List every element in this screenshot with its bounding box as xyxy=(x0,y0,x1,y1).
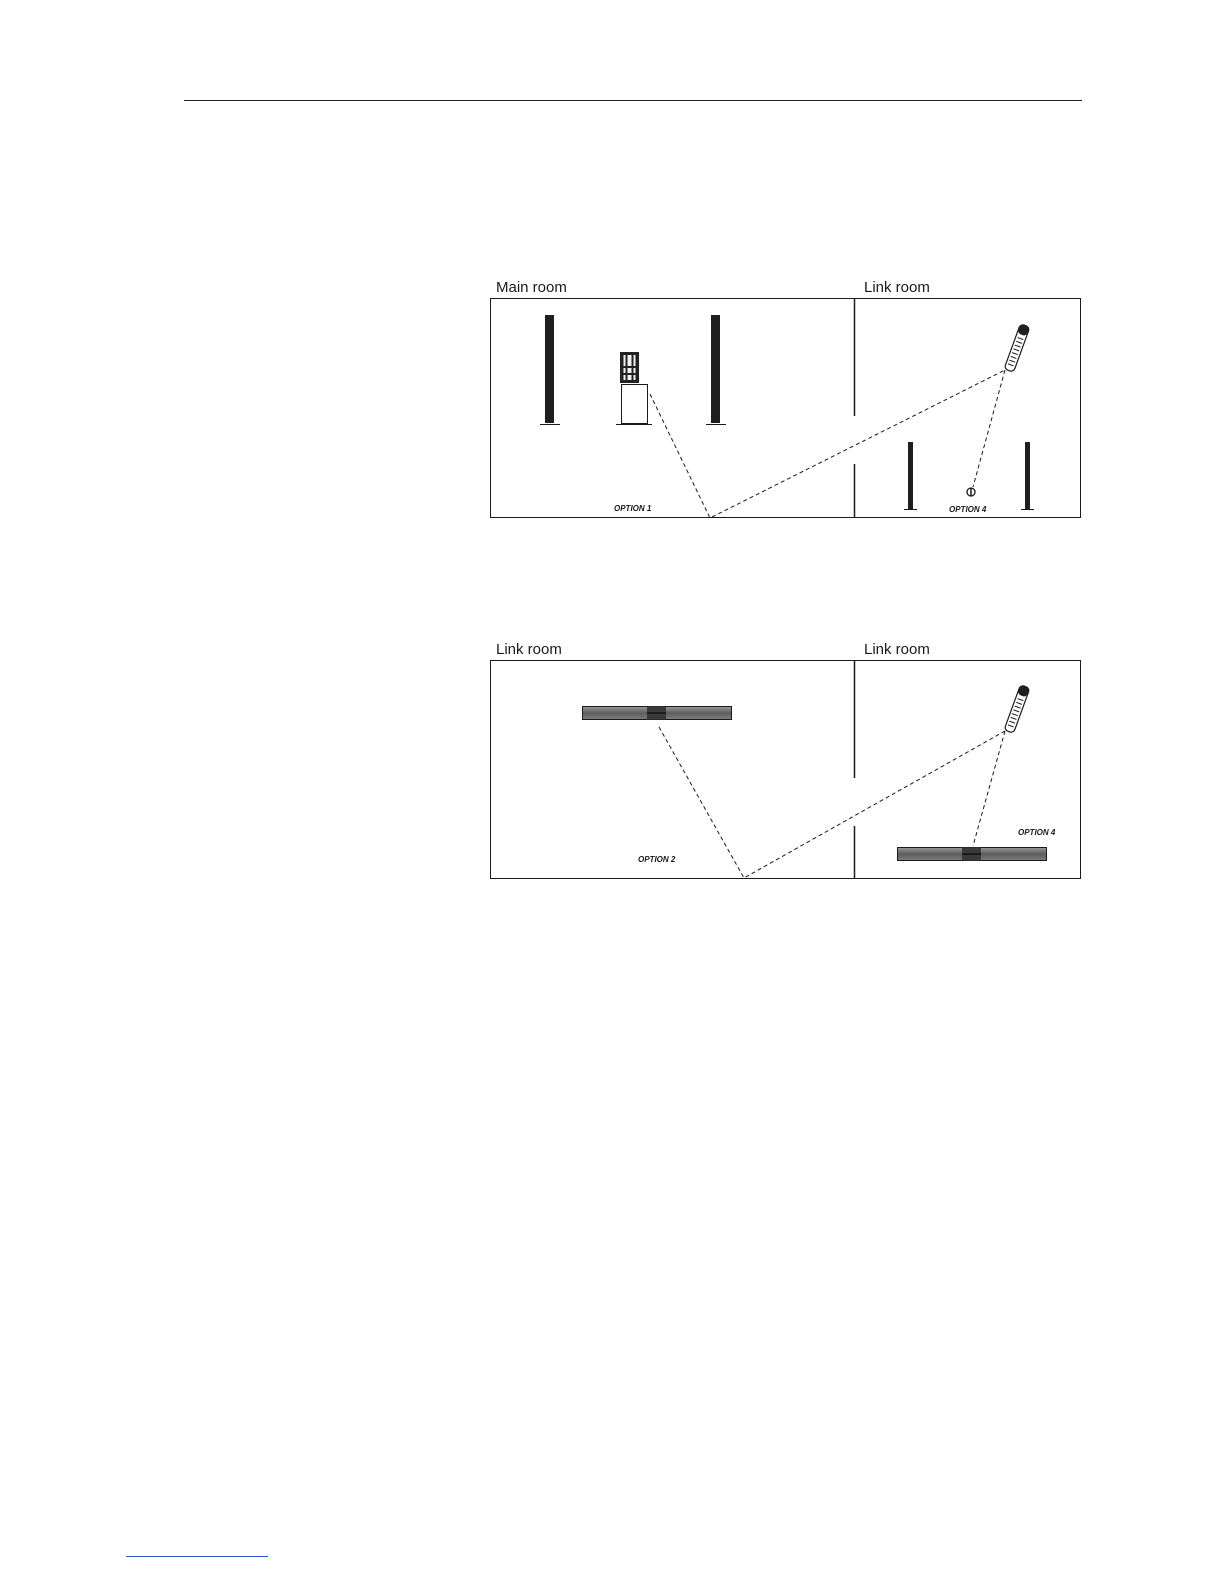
footer-link-underline xyxy=(126,1556,268,1557)
remote-control-icon xyxy=(1004,324,1030,373)
diagram1-option1-label: OPTION 1 xyxy=(614,504,652,513)
diagram1-frame xyxy=(491,299,1081,518)
floor-speaker-icon xyxy=(540,315,560,425)
soundbar-icon xyxy=(583,707,732,720)
tv-on-stand-icon xyxy=(616,352,652,425)
remote-control-icon xyxy=(1004,685,1030,734)
diagram1-ir-path-option1 xyxy=(650,370,1005,518)
floor-speaker-icon xyxy=(904,442,917,510)
diagram-1: OPTION 1 OPTION 4 xyxy=(491,298,1081,518)
floor-speaker-icon xyxy=(1021,442,1034,510)
diagram1-ir-path-option4 xyxy=(973,370,1005,487)
ir-receiver-icon xyxy=(967,488,975,497)
diagram2-option4-label: OPTION 4 xyxy=(1018,828,1056,837)
soundbar-icon xyxy=(898,848,1047,861)
floor-speaker-icon xyxy=(706,315,726,425)
diagram1-option4-label: OPTION 4 xyxy=(949,505,987,514)
diagram2-frame xyxy=(491,661,1081,879)
diagram2-option2-label: OPTION 2 xyxy=(638,855,676,864)
diagram2-ir-path-option4 xyxy=(973,731,1005,846)
diagram-2: OPTION 2 OPTION 4 xyxy=(491,660,1081,879)
